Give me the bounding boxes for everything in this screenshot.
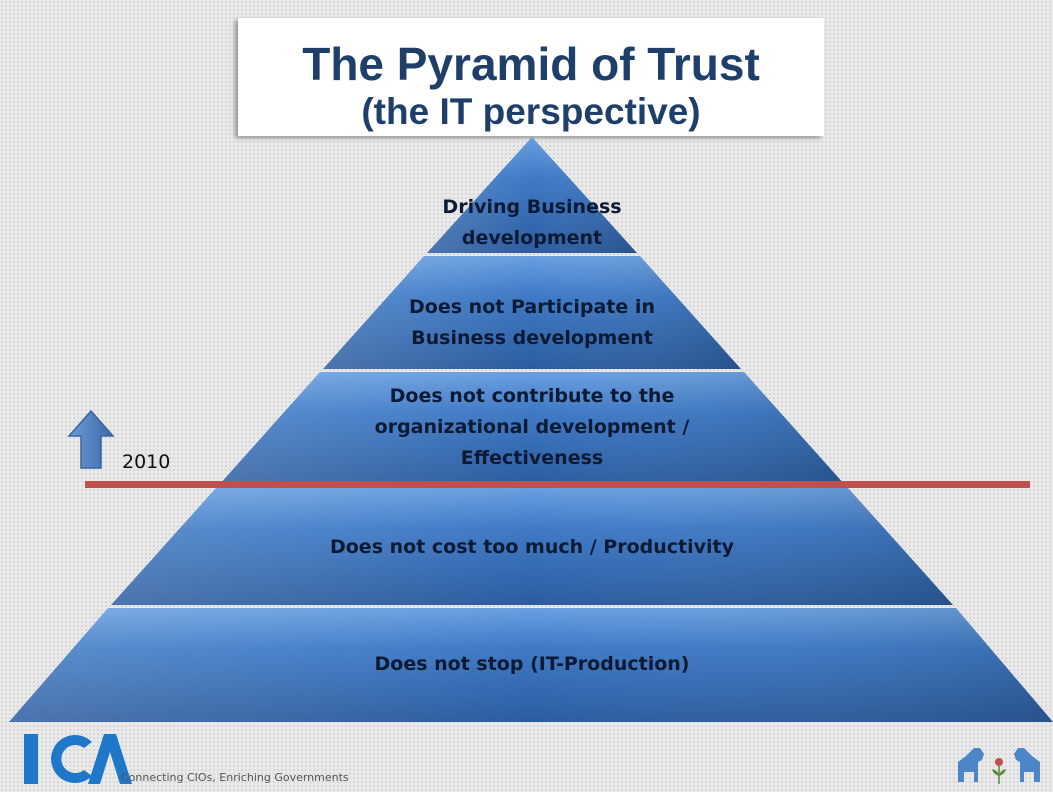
level-4-label: Does not cost too much / Productivity [329, 536, 735, 558]
dala-horses-icon [958, 748, 1040, 784]
pyramid-level-1 [427, 137, 637, 253]
level-5-label: Does not stop (IT-Production) [374, 653, 690, 675]
footer-tagline: Connecting CIOs, Enriching Governments [121, 771, 349, 784]
title-box: The Pyramid of Trust (the IT perspective… [238, 18, 824, 136]
year-marker-label: 2010 [122, 451, 171, 473]
level-1-label: Driving Business development [442, 196, 622, 249]
ica-logo [24, 734, 132, 784]
level-3-label: Does not contribute to the organizationa… [374, 385, 690, 469]
subtitle: (the IT perspective) [361, 91, 701, 132]
pyramid-level-4 [111, 488, 953, 605]
up-arrow-icon [67, 409, 115, 469]
pyramid-level-2 [323, 256, 741, 369]
level-2-label: Does not Participate in Business develop… [409, 296, 655, 349]
pyramid-level-5 [9, 608, 1053, 722]
title: The Pyramid of Trust [302, 38, 760, 90]
year-marker-line [85, 481, 1030, 488]
pyramid-level-3 [219, 372, 845, 485]
